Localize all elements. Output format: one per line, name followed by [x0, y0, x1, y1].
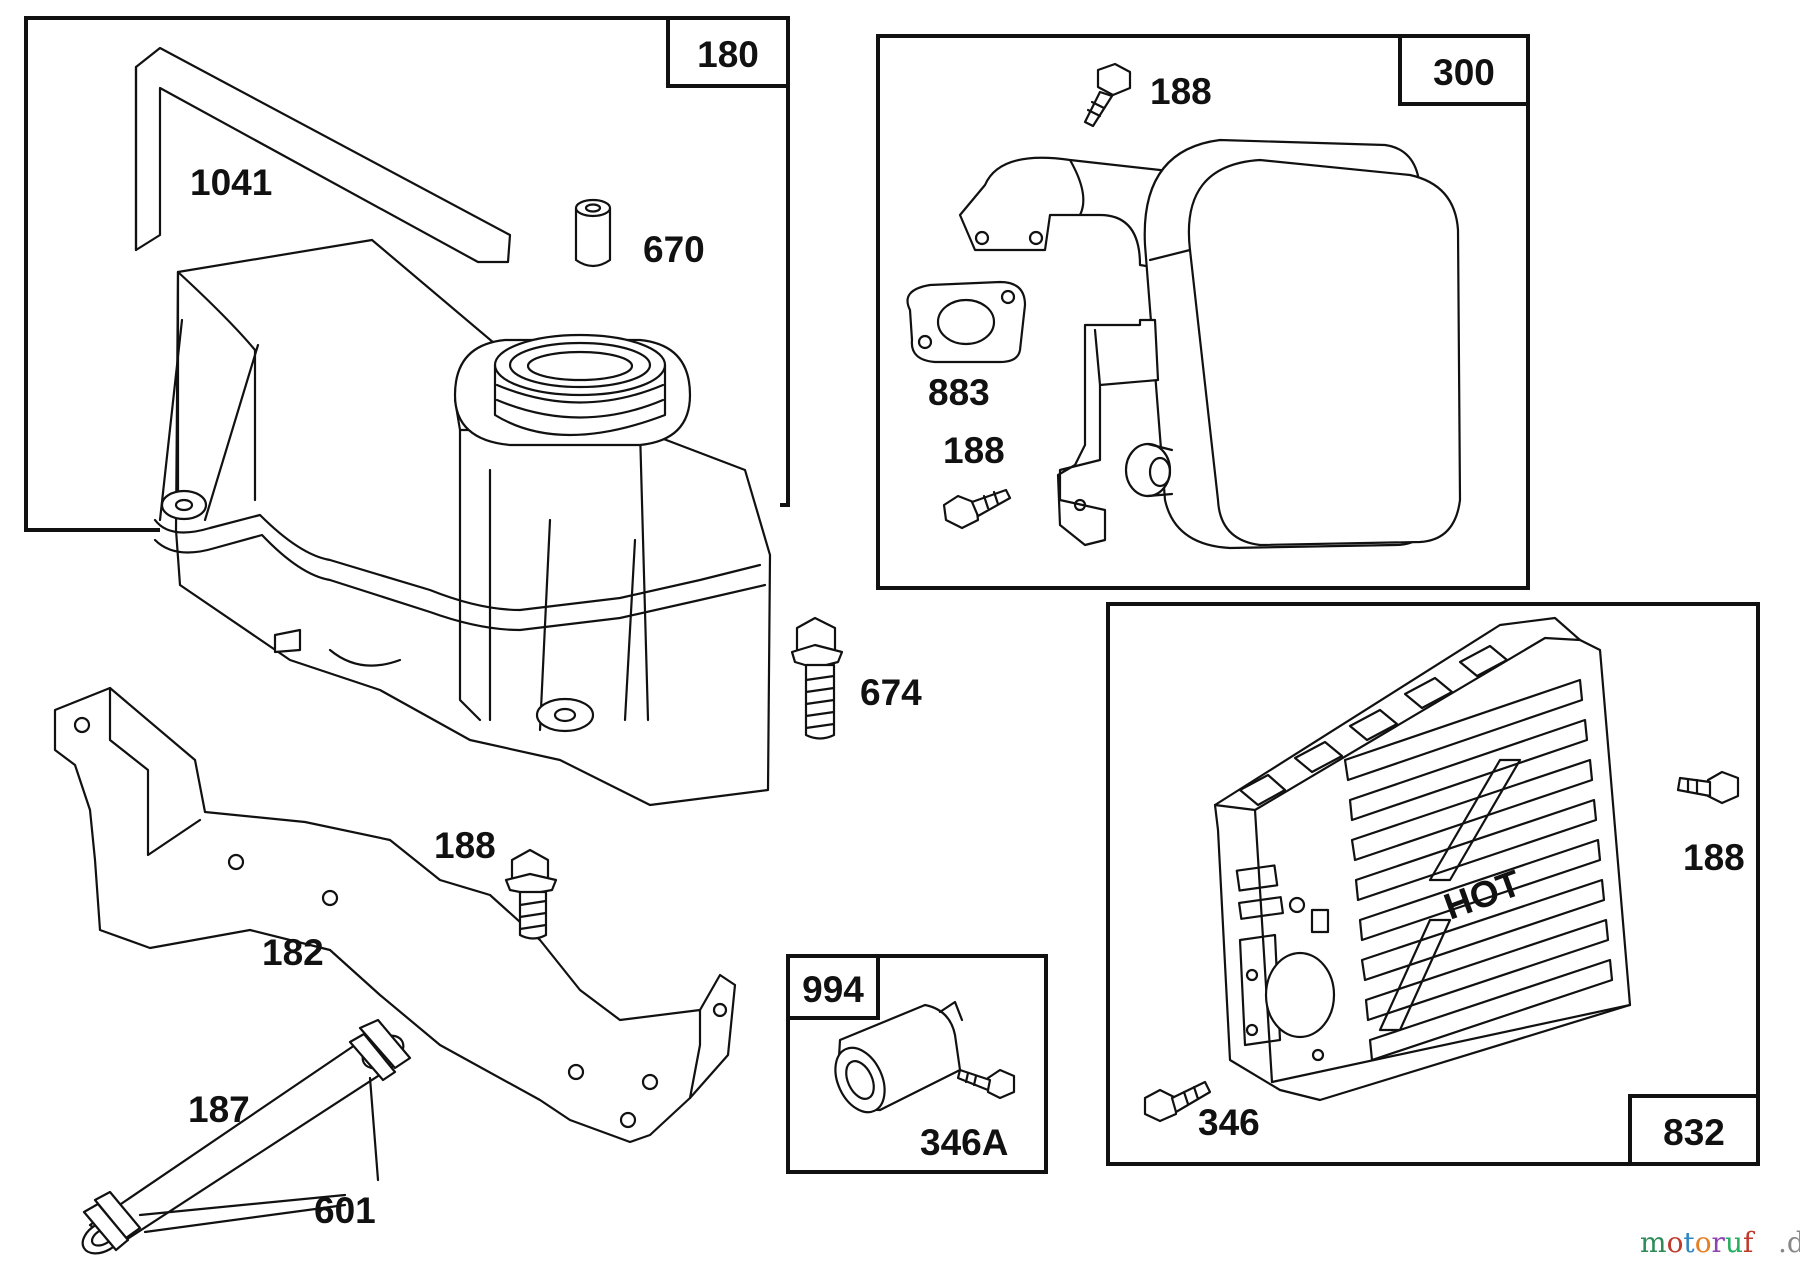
watermark-letter: u	[1725, 1226, 1743, 1259]
spark-arrester-994	[834, 1000, 964, 1114]
watermark-suffix: .de	[1778, 1226, 1800, 1259]
tank-bracket-182	[53, 686, 737, 1144]
screw-188-top	[1083, 62, 1132, 128]
clamps-601	[82, 1018, 412, 1252]
bolt-674	[790, 616, 844, 740]
box-tag-994	[786, 954, 880, 1020]
group-994: 994 346A	[786, 954, 1048, 1174]
muffler	[1056, 138, 1462, 550]
label-188-guard: 188	[1683, 837, 1745, 878]
screw-346	[1143, 1080, 1212, 1123]
label-188-muffler: 188	[943, 430, 1005, 471]
box-label-300: 300	[1433, 52, 1495, 93]
guard-top-vents	[1238, 644, 1509, 807]
label-670: 670	[643, 229, 705, 270]
box-tag-300	[1398, 34, 1530, 106]
watermark-letter: t	[1683, 1226, 1695, 1259]
box-label-832: 832	[1663, 1112, 1725, 1153]
box-tag-832	[1628, 1094, 1760, 1166]
watermark-letter: m	[1640, 1226, 1667, 1259]
muffler-guard: HOT	[1213, 616, 1632, 1102]
exhaust-pipe	[958, 156, 1182, 272]
label-1041: 1041	[190, 162, 272, 203]
box-label-994: 994	[802, 969, 864, 1010]
screw-188-guard	[1676, 770, 1740, 805]
box-label-180: 180	[697, 34, 759, 75]
watermark-letter: r	[1712, 1226, 1726, 1259]
frame-300	[876, 34, 1530, 590]
box-tag-180	[666, 16, 790, 88]
strap-1041	[134, 46, 512, 264]
label-601: 601	[314, 1190, 376, 1231]
label-346: 346	[1198, 1102, 1260, 1143]
label-187: 187	[188, 1089, 250, 1130]
group-832: 832	[1106, 602, 1760, 1166]
label-188-top: 188	[1150, 71, 1212, 112]
label-883: 883	[928, 372, 990, 413]
watermark-letter: o	[1695, 1226, 1712, 1259]
group-180: 180 1041 670	[24, 16, 790, 807]
frame-832	[1106, 602, 1760, 1166]
label-188-bracket: 188	[434, 825, 496, 866]
watermark-letter: f	[1743, 1226, 1756, 1259]
screw-346A	[956, 1068, 1016, 1100]
label-182: 182	[262, 932, 324, 973]
spacer-670	[574, 198, 612, 268]
label-674: 674	[860, 672, 922, 713]
label-346A: 346A	[920, 1122, 1008, 1163]
frame-994	[786, 954, 1048, 1174]
guard-side-slots	[1343, 678, 1614, 1062]
watermark-text: motoruf	[1640, 1226, 1756, 1259]
fuel-tank	[153, 238, 772, 807]
bolt-188-bracket	[504, 848, 558, 940]
watermark: motoruf .de	[1640, 1226, 1800, 1259]
watermark-letter: o	[1667, 1226, 1684, 1259]
frame-180	[24, 16, 790, 532]
screw-188-muffler	[942, 488, 1012, 530]
gasket-883	[906, 280, 1027, 364]
group-300: 300 188 883	[876, 34, 1530, 590]
